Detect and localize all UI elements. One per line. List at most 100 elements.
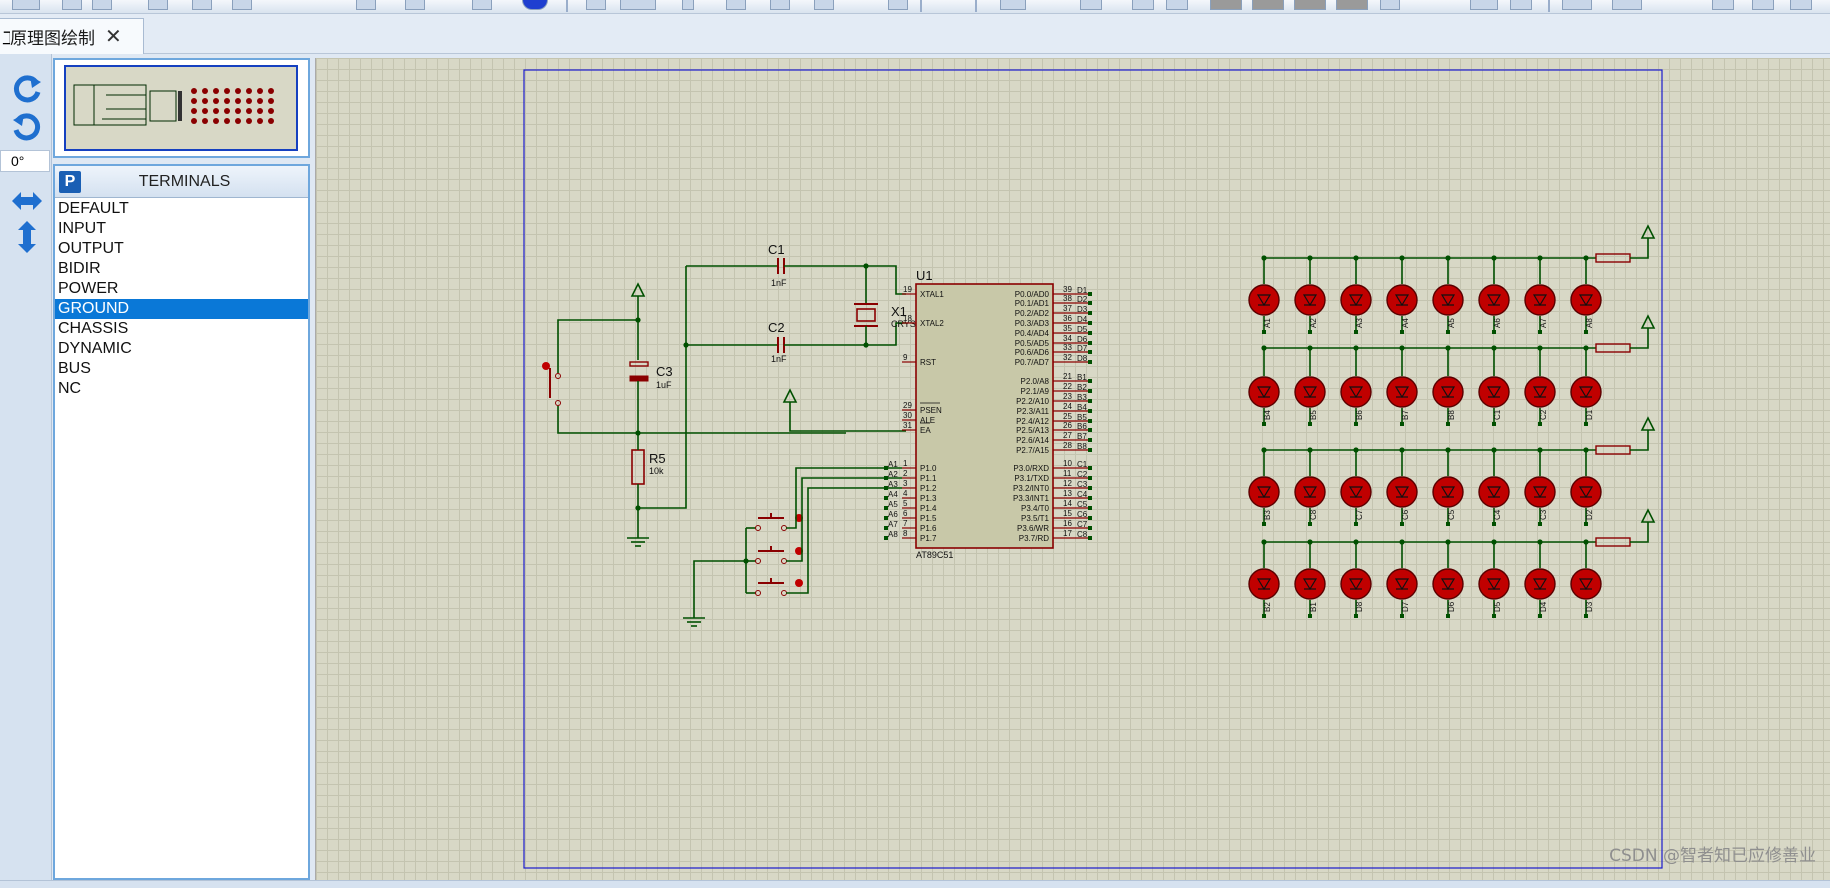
led-r3-c7: [1524, 476, 1556, 508]
graph-mode-button[interactable]: [472, 0, 492, 10]
terminal-mode-button[interactable]: [356, 0, 376, 10]
led-net-label: A5: [1447, 318, 1456, 328]
close-icon[interactable]: ✕: [105, 25, 122, 48]
u1-net-marker: [1088, 506, 1092, 510]
led-net-marker: [1262, 330, 1266, 334]
terminal-item-power[interactable]: POWER: [58, 280, 119, 297]
u1-net-marker: [1088, 536, 1092, 540]
component-mode-button[interactable]: [148, 0, 168, 10]
u1-pin-name-38: P0.1/AD1: [1015, 299, 1050, 308]
terminal-item-output[interactable]: OUTPUT: [58, 240, 124, 257]
terminal-item-default[interactable]: DEFAULT: [58, 200, 129, 217]
u1-pin-num-27: 27: [1063, 431, 1072, 440]
block-move-button[interactable]: [1252, 0, 1284, 10]
wire: [786, 467, 902, 529]
u1-part-name: AT89C51: [916, 550, 953, 560]
overview-viewport[interactable]: [64, 65, 298, 151]
tab-schematic-capture[interactable]: 工 原理图绘制 ✕: [0, 18, 144, 54]
search-button[interactable]: [1612, 0, 1642, 10]
terminal-item-chassis[interactable]: CHASSIS: [58, 320, 129, 337]
led-symbol: [1486, 486, 1502, 499]
wire-xtal1: [784, 265, 906, 295]
pin-mode-button[interactable]: [405, 0, 425, 10]
led-symbol: [1532, 386, 1548, 399]
button-contact: [755, 590, 761, 596]
terminals-title: TERMINALS: [138, 172, 231, 190]
schematic-drawing[interactable]: C31uFR510kC11nFC21nFX1CRYSTALU1AT89C5119…: [316, 58, 1830, 880]
junction-mode-button[interactable]: [192, 0, 212, 10]
u1-net-D6: D6: [1077, 335, 1088, 344]
u1-pin-num-2: 2: [903, 469, 908, 478]
r5-value: 10k: [649, 466, 664, 476]
led-symbol: [1578, 486, 1594, 499]
led-net-label: D7: [1401, 601, 1410, 612]
mirror-horizontal-icon[interactable]: [10, 184, 44, 218]
led-net-marker: [1308, 422, 1312, 426]
terminals-panel: P TERMINALS DEFAULT INPUT OUTPUT BIDIR POWER…: [53, 164, 310, 880]
pick-devices-icon[interactable]: P: [59, 170, 81, 193]
u1-net-A5: A5: [888, 500, 898, 509]
u1-net-marker: [1088, 331, 1092, 335]
main-toolbar: [0, 0, 1830, 14]
wire-autorouter-button[interactable]: [1562, 0, 1592, 10]
paste-button[interactable]: [1166, 0, 1188, 10]
led-net-label: D4: [1539, 601, 1548, 612]
terminal-item-bus[interactable]: BUS: [58, 360, 91, 377]
led-symbol: [1440, 578, 1456, 591]
block-delete-button[interactable]: [1336, 0, 1368, 10]
junction-dot: [1307, 255, 1313, 261]
rotate-anticlockwise-icon[interactable]: [10, 110, 44, 144]
decompose-button[interactable]: [1510, 0, 1532, 10]
zoom-all-button[interactable]: [888, 0, 908, 10]
u1-pin-name-36: P0.3/AD3: [1015, 319, 1050, 328]
bom-button[interactable]: [1712, 0, 1734, 10]
led-net-marker: [1492, 422, 1496, 426]
terminal-item-dynamic[interactable]: DYNAMIC: [58, 340, 132, 357]
make-device-button[interactable]: [1470, 0, 1498, 10]
u1-net-D4: D4: [1077, 315, 1088, 324]
u1-pin-name-6: P1.5: [920, 514, 937, 523]
zoom-out-button[interactable]: [814, 0, 834, 10]
terminal-item-ground[interactable]: GROUND: [55, 299, 308, 319]
open-button[interactable]: [62, 0, 82, 10]
u1-net-marker: [1088, 438, 1092, 442]
c2-ref: C2: [768, 320, 785, 335]
grid-button[interactable]: [620, 0, 656, 10]
u1-net-marker: [1088, 301, 1092, 305]
label-mode-button[interactable]: [232, 0, 252, 10]
origin-button[interactable]: [682, 0, 694, 10]
led-symbol: [1578, 294, 1594, 307]
rotate-clockwise-icon[interactable]: [10, 72, 44, 106]
u1-pin-name-12: P3.2/INT0: [1013, 484, 1050, 493]
pick-device-button[interactable]: [1380, 0, 1400, 10]
rotation-angle-field[interactable]: 0°: [0, 150, 50, 172]
netlist-button[interactable]: [1790, 0, 1812, 10]
led-net-marker: [1584, 614, 1588, 618]
globe-icon[interactable]: [522, 0, 548, 10]
block-rotate-button[interactable]: [1294, 0, 1326, 10]
overview-window[interactable]: [53, 58, 310, 158]
undo-button[interactable]: [1000, 0, 1026, 10]
pan-button[interactable]: [726, 0, 746, 10]
terminal-item-nc[interactable]: NC: [58, 380, 82, 397]
zoom-button[interactable]: [586, 0, 606, 10]
u1-pin-name-4: P1.3: [920, 494, 937, 503]
led-r4-c8: [1570, 568, 1602, 600]
new-file-button[interactable]: [12, 0, 40, 10]
zoom-in-button[interactable]: [770, 0, 790, 10]
erc-button[interactable]: [1752, 0, 1774, 10]
power-terminal-led-row-4: [1640, 508, 1656, 523]
terminal-item-bidir[interactable]: BIDIR: [58, 260, 101, 277]
led-r2-c7: [1524, 376, 1556, 408]
led-net-marker: [1538, 330, 1542, 334]
copy-button[interactable]: [1132, 0, 1154, 10]
block-copy-button[interactable]: [1210, 0, 1242, 10]
junction-dot: [1445, 255, 1451, 261]
led-symbol: [1394, 486, 1410, 499]
cut-button[interactable]: [1080, 0, 1102, 10]
terminal-item-input[interactable]: INPUT: [58, 220, 106, 237]
save-button[interactable]: [92, 0, 112, 10]
mirror-vertical-icon[interactable]: [10, 220, 44, 254]
